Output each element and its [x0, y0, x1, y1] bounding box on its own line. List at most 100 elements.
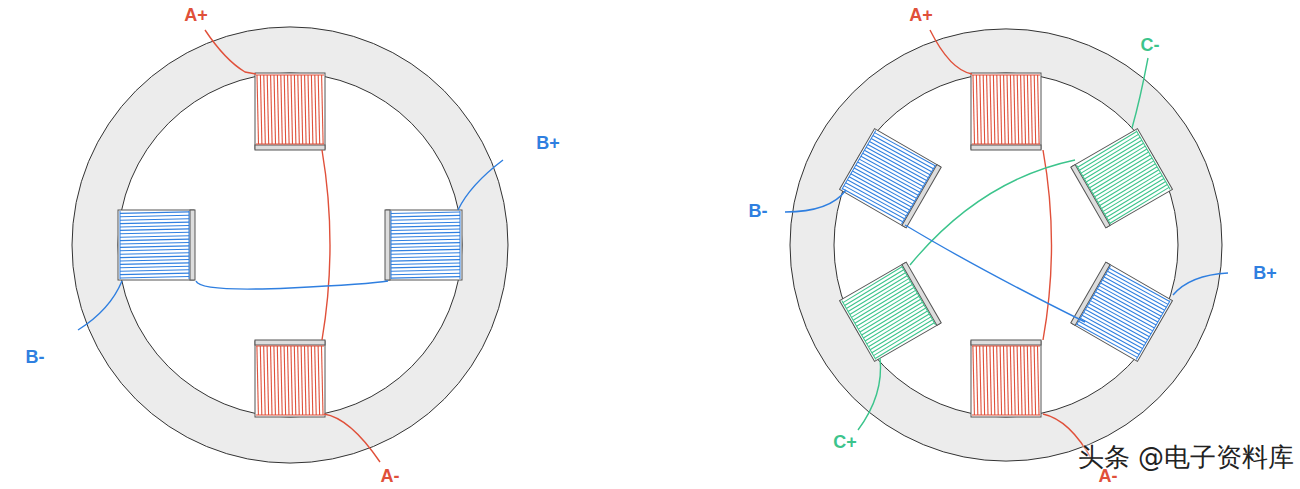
pole-shoe [971, 340, 1041, 345]
coil-winding [973, 75, 975, 144]
coil-winding [1017, 346, 1019, 415]
coil-winding [1034, 346, 1036, 415]
lead-wire [930, 30, 972, 74]
lead-wire [205, 30, 256, 74]
coil-winding [267, 346, 269, 415]
stator-tooth [118, 210, 194, 280]
coil-winding [260, 346, 262, 415]
stator-coil [840, 262, 942, 361]
coil-winding [257, 75, 259, 144]
coil-winding [120, 249, 189, 251]
coil-winding [1080, 317, 1141, 353]
coil-winding [1038, 75, 1040, 144]
coil-winding [1000, 75, 1002, 144]
lead-wire [458, 160, 503, 210]
coil-winding [1108, 184, 1169, 220]
coil-winding [1021, 75, 1023, 144]
stator-coil [971, 340, 1041, 417]
coil-winding [842, 131, 876, 190]
coil-winding [993, 75, 995, 144]
coil-winding [294, 346, 296, 415]
coil-winding [391, 222, 460, 224]
pole-shoe [255, 145, 325, 150]
coil-winding [873, 134, 934, 170]
coil-winding [1027, 346, 1029, 415]
coil-winding [315, 346, 317, 415]
coil-winding [281, 75, 283, 144]
coil-winding [298, 75, 300, 144]
coil-winding [315, 75, 317, 144]
coil-winding [1106, 181, 1167, 217]
lead-wire [1043, 150, 1052, 340]
coil-winding [1010, 75, 1012, 144]
coil-winding [391, 273, 460, 275]
coil-winding [256, 415, 324, 416]
stator-coil [118, 210, 195, 280]
coil-winding [311, 75, 313, 144]
coil-winding [308, 75, 310, 144]
coil-winding [120, 232, 189, 234]
stator-coil [1071, 129, 1173, 228]
coil-winding [1031, 346, 1033, 415]
coil-winding [1000, 346, 1002, 415]
coil-winding [291, 346, 293, 415]
coil-winding [308, 346, 310, 415]
coil-winding [842, 267, 903, 303]
stator-coil [255, 340, 325, 417]
coil-winding [1021, 346, 1023, 415]
coil-winding [391, 239, 460, 241]
coil-winding [391, 256, 460, 258]
stator-tooth [840, 129, 941, 228]
coil-winding [983, 75, 985, 144]
coil-winding [298, 346, 300, 415]
lead-wire [324, 414, 380, 462]
coil-winding [972, 144, 1040, 145]
coil-winding [284, 346, 286, 415]
coil-winding [980, 346, 982, 415]
lead-wire [78, 281, 122, 330]
stator-tooth [255, 341, 325, 417]
coil-winding [120, 263, 189, 265]
coil-winding [256, 75, 324, 76]
stator-tooth [840, 263, 941, 362]
coil-winding [288, 346, 290, 415]
stator-ring [790, 29, 1222, 461]
coil-winding [980, 75, 982, 144]
pole-shoe [971, 145, 1041, 150]
coil-winding [120, 277, 189, 279]
coil-winding [990, 346, 992, 415]
coil-winding [305, 75, 307, 144]
coil-winding [987, 75, 989, 144]
coil-winding [277, 346, 279, 415]
coil-winding [120, 239, 189, 241]
stator-coil [971, 73, 1041, 150]
stator-coil [385, 210, 462, 280]
stator-tooth [1072, 129, 1173, 228]
coil-winding [301, 75, 303, 144]
coil-winding [1014, 75, 1016, 144]
lead-wire [322, 150, 330, 340]
coil-winding [267, 75, 269, 144]
terminal-label: A+ [909, 6, 933, 24]
stator-tooth [386, 210, 462, 280]
pole-shoe [385, 210, 390, 280]
coil-winding [391, 211, 392, 279]
terminal-label: C- [1141, 36, 1160, 54]
coil-winding [1136, 301, 1170, 360]
coil-winding [256, 346, 324, 347]
coil-winding [120, 273, 189, 275]
pole-shoe [255, 340, 325, 345]
coil-winding [120, 246, 189, 248]
coil-winding [1004, 75, 1006, 144]
coil-winding [391, 246, 460, 248]
coil-winding [1024, 75, 1026, 144]
coil-winding [871, 137, 932, 173]
coil-winding [391, 226, 460, 228]
coil-winding [281, 346, 283, 415]
coil-winding [976, 75, 978, 144]
coil-winding [391, 215, 460, 217]
stator-rings [72, 27, 1222, 463]
stator-coil [840, 129, 942, 228]
coil-winding [990, 75, 992, 144]
